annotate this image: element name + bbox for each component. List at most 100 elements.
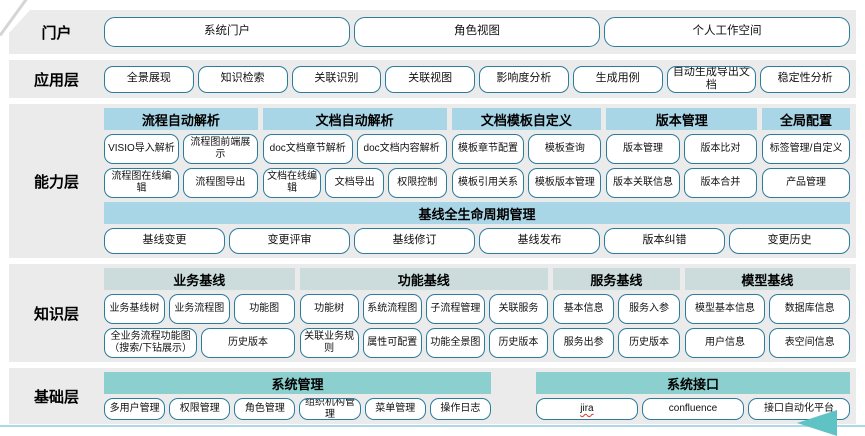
diagram-box: 模板引用关系	[451, 168, 525, 198]
diagram-box: 基本信息	[553, 294, 615, 324]
diagram-box: 生成用例	[572, 65, 663, 93]
diagram-box: 属性可配置	[362, 328, 422, 358]
group-box-row: 基本信息服务入参	[553, 294, 680, 324]
diagram-box: 历史版本	[488, 328, 548, 358]
diagram-box: 子流程管理	[425, 294, 485, 324]
diagram-box: 关联识别	[291, 65, 382, 93]
group-box-row: 版本管理版本比对	[606, 134, 758, 164]
group-box-row: 用户信息表空间信息	[684, 328, 851, 358]
layer-label-knowledge: 知识层	[33, 305, 79, 323]
group-box-row: 标签管理/自定义	[762, 134, 850, 164]
diagram-box: 数据库信息	[769, 294, 851, 324]
diagram-box: 版本比对	[683, 134, 758, 164]
group-box-row: 版本关联信息版本合并	[606, 168, 758, 198]
group-header: 全局配置	[762, 108, 850, 130]
group-box-row: 服务出参历史版本	[553, 328, 680, 358]
diagram-box: 全业务流程功能图（搜索/下钻展示）	[104, 328, 198, 358]
layer-label-capability: 能力层	[33, 173, 79, 191]
diagram-box: 关联服务	[488, 294, 548, 324]
diagram-box: confluence	[641, 398, 744, 420]
diagram-box: 表空间信息	[769, 328, 851, 358]
diagram-box: 版本纠错	[604, 228, 725, 254]
group-4: 全局配置标签管理/自定义产品管理	[762, 108, 850, 198]
diagram-box: 全景展现	[104, 65, 194, 93]
diagram-box: 用户信息	[684, 328, 766, 358]
layer-row-application: 应用层 全景展现知识检索关联识别关联视图影响度分析生成用例自动生成导出文档稳定性…	[9, 60, 856, 98]
group-3: 版本管理版本管理版本比对版本关联信息版本合并	[606, 108, 758, 198]
group-0: 业务基线业务基线树业务流程图功能图全业务流程功能图（搜索/下钻展示）历史版本	[104, 268, 295, 358]
group-box-row: 模板引用关系模板版本管理	[451, 168, 602, 198]
baseline-lifecycle-header: 基线全生命周期管理	[104, 202, 850, 224]
group-header: 功能基线	[299, 268, 548, 290]
diagram-box: 关联视图	[385, 65, 475, 93]
group-1: 功能基线功能树系统流程图子流程管理关联服务关联业务规则属性可配置功能全景图历史版…	[299, 268, 548, 358]
diagram-box: 自动生成导出文档	[666, 65, 757, 93]
diagram-box: 功能图	[233, 294, 295, 324]
diagram-box: 功能全景图	[425, 328, 485, 358]
diagram-box: 个人工作空间	[604, 17, 850, 47]
portal-boxes: 系统门户角色视图个人工作空间	[104, 17, 850, 47]
diagram-box: 版本关联信息	[606, 168, 680, 198]
diagram-box: 产品管理	[762, 168, 850, 198]
application-boxes: 全景展现知识检索关联识别关联视图影响度分析生成用例自动生成导出文档稳定性分析	[104, 65, 850, 93]
diagram-box: 功能树	[299, 294, 359, 324]
diagram-box: 操作日志	[429, 398, 491, 420]
diagram-box: 角色视图	[354, 17, 600, 47]
group-header: 文档自动解析	[262, 108, 447, 130]
diagram-box: 模板章节配置	[451, 134, 525, 164]
diagram-box: 模板版本管理	[528, 168, 602, 198]
group-0: 系统管理多用户管理权限管理角色管理组织机构管理菜单管理操作日志	[104, 372, 491, 420]
diagram-box: 模板查询	[528, 134, 602, 164]
diagram-box: 文档导出	[325, 168, 384, 198]
diagram-box: 角色管理	[234, 398, 296, 420]
layer-label-application: 应用层	[33, 71, 79, 89]
group-header: 业务基线	[104, 268, 295, 290]
knowledge-groups: 业务基线业务基线树业务流程图功能图全业务流程功能图（搜索/下钻展示）历史版本功能…	[104, 268, 851, 358]
diagram-box: 组织机构管理	[299, 398, 361, 420]
diagram-box: 模型基本信息	[684, 294, 766, 324]
group-box-row: VISIO导入解析流程图前端展示	[104, 134, 258, 164]
diagram-box: doc文档章节解析	[262, 134, 353, 164]
diagram-box: 变更评审	[229, 228, 350, 254]
bottom-accent-line	[0, 425, 865, 427]
layer-label-portal: 门户	[41, 24, 72, 42]
diagram-box: 业务基线树	[104, 294, 165, 324]
group-box-row: 功能树系统流程图子流程管理关联服务	[299, 294, 548, 324]
layer-row-portal: 门户 系统门户角色视图个人工作空间	[9, 10, 856, 54]
diagram-box: 权限管理	[169, 398, 231, 420]
group-box-row: 模板章节配置模板查询	[451, 134, 602, 164]
spellcheck-flagged-text: jira	[580, 403, 594, 414]
diagram-box: 关联业务规则	[299, 328, 359, 358]
diagram-box: 服务出参	[553, 328, 615, 358]
diagram-box: 影响度分析	[479, 65, 569, 93]
diagram-box: 服务入参	[618, 294, 680, 324]
diagram-box: 标签管理/自定义	[762, 134, 850, 164]
group-header: 服务基线	[553, 268, 680, 290]
diagram-box: 文档在线编辑	[262, 168, 322, 198]
group-2: 文档模板自定义模板章节配置模板查询模板引用关系模板版本管理	[451, 108, 602, 198]
baseline-boxes: 基线变更变更评审基线修订基线发布版本纠错变更历史	[104, 228, 850, 254]
diagram-box: 流程图在线编辑	[104, 168, 179, 198]
diagram-box: 历史版本	[201, 328, 295, 358]
diagram-box: 稳定性分析	[760, 65, 850, 93]
group-box-row: 业务基线树业务流程图功能图	[104, 294, 295, 324]
diagram-box: 系统流程图	[362, 294, 422, 324]
left-arrow-decoration	[797, 410, 837, 436]
diagram-box: jira	[535, 398, 638, 420]
diagram-box: 系统门户	[104, 17, 350, 47]
group-box-row: 产品管理	[762, 168, 850, 198]
group-header: 系统管理	[104, 372, 491, 394]
diagram-box: 基线修订	[354, 228, 475, 254]
diagram-box: 流程图前端展示	[182, 134, 258, 164]
group-box-row: 全业务流程功能图（搜索/下钻展示）历史版本	[104, 328, 295, 358]
group-box-row: 多用户管理权限管理角色管理组织机构管理菜单管理操作日志	[104, 398, 491, 420]
diagram-box: 基线发布	[479, 228, 600, 254]
diagram-box: 历史版本	[618, 328, 680, 358]
group-header: 模型基线	[684, 268, 850, 290]
